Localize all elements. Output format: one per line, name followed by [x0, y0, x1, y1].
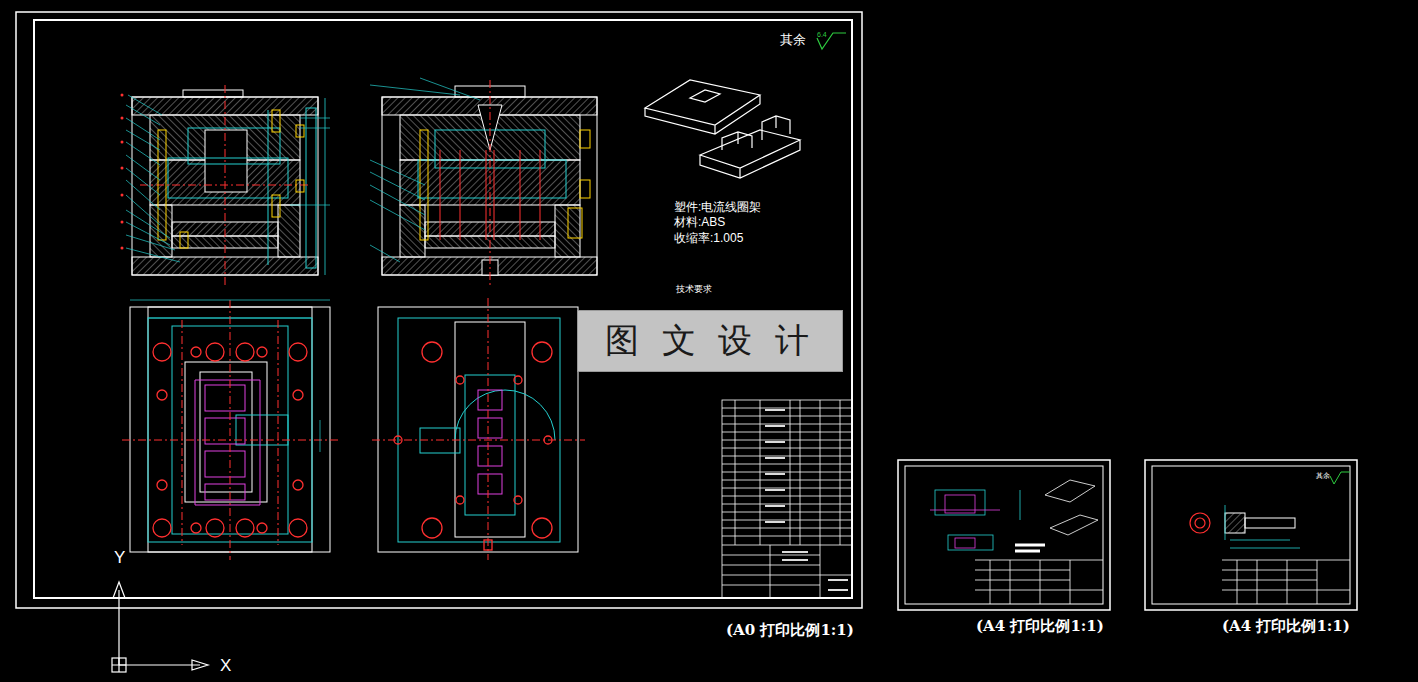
- part-name: 塑件:电流线圈架: [674, 201, 761, 215]
- roughness-value: 6.4: [817, 31, 827, 39]
- axis-label: X: [220, 656, 231, 676]
- watermark-box: 图 文 设 计: [577, 310, 843, 372]
- shrinkage: 收缩率:1.005: [674, 232, 743, 246]
- axis-label: Y: [114, 548, 125, 568]
- print-scale-note: (A4 打印比例1:1): [1222, 618, 1350, 635]
- roughness-note: 其余: [780, 33, 806, 48]
- watermark-text: 图 文 设 计: [605, 318, 815, 364]
- material: 材料:ABS: [674, 216, 725, 230]
- print-scale-note: (A4 打印比例1:1): [976, 618, 1104, 635]
- roughness-note: 其余: [1316, 472, 1330, 480]
- requirements-heading: 技术要求: [676, 284, 712, 294]
- print-scale-note: (A0 打印比例1:1): [726, 622, 854, 639]
